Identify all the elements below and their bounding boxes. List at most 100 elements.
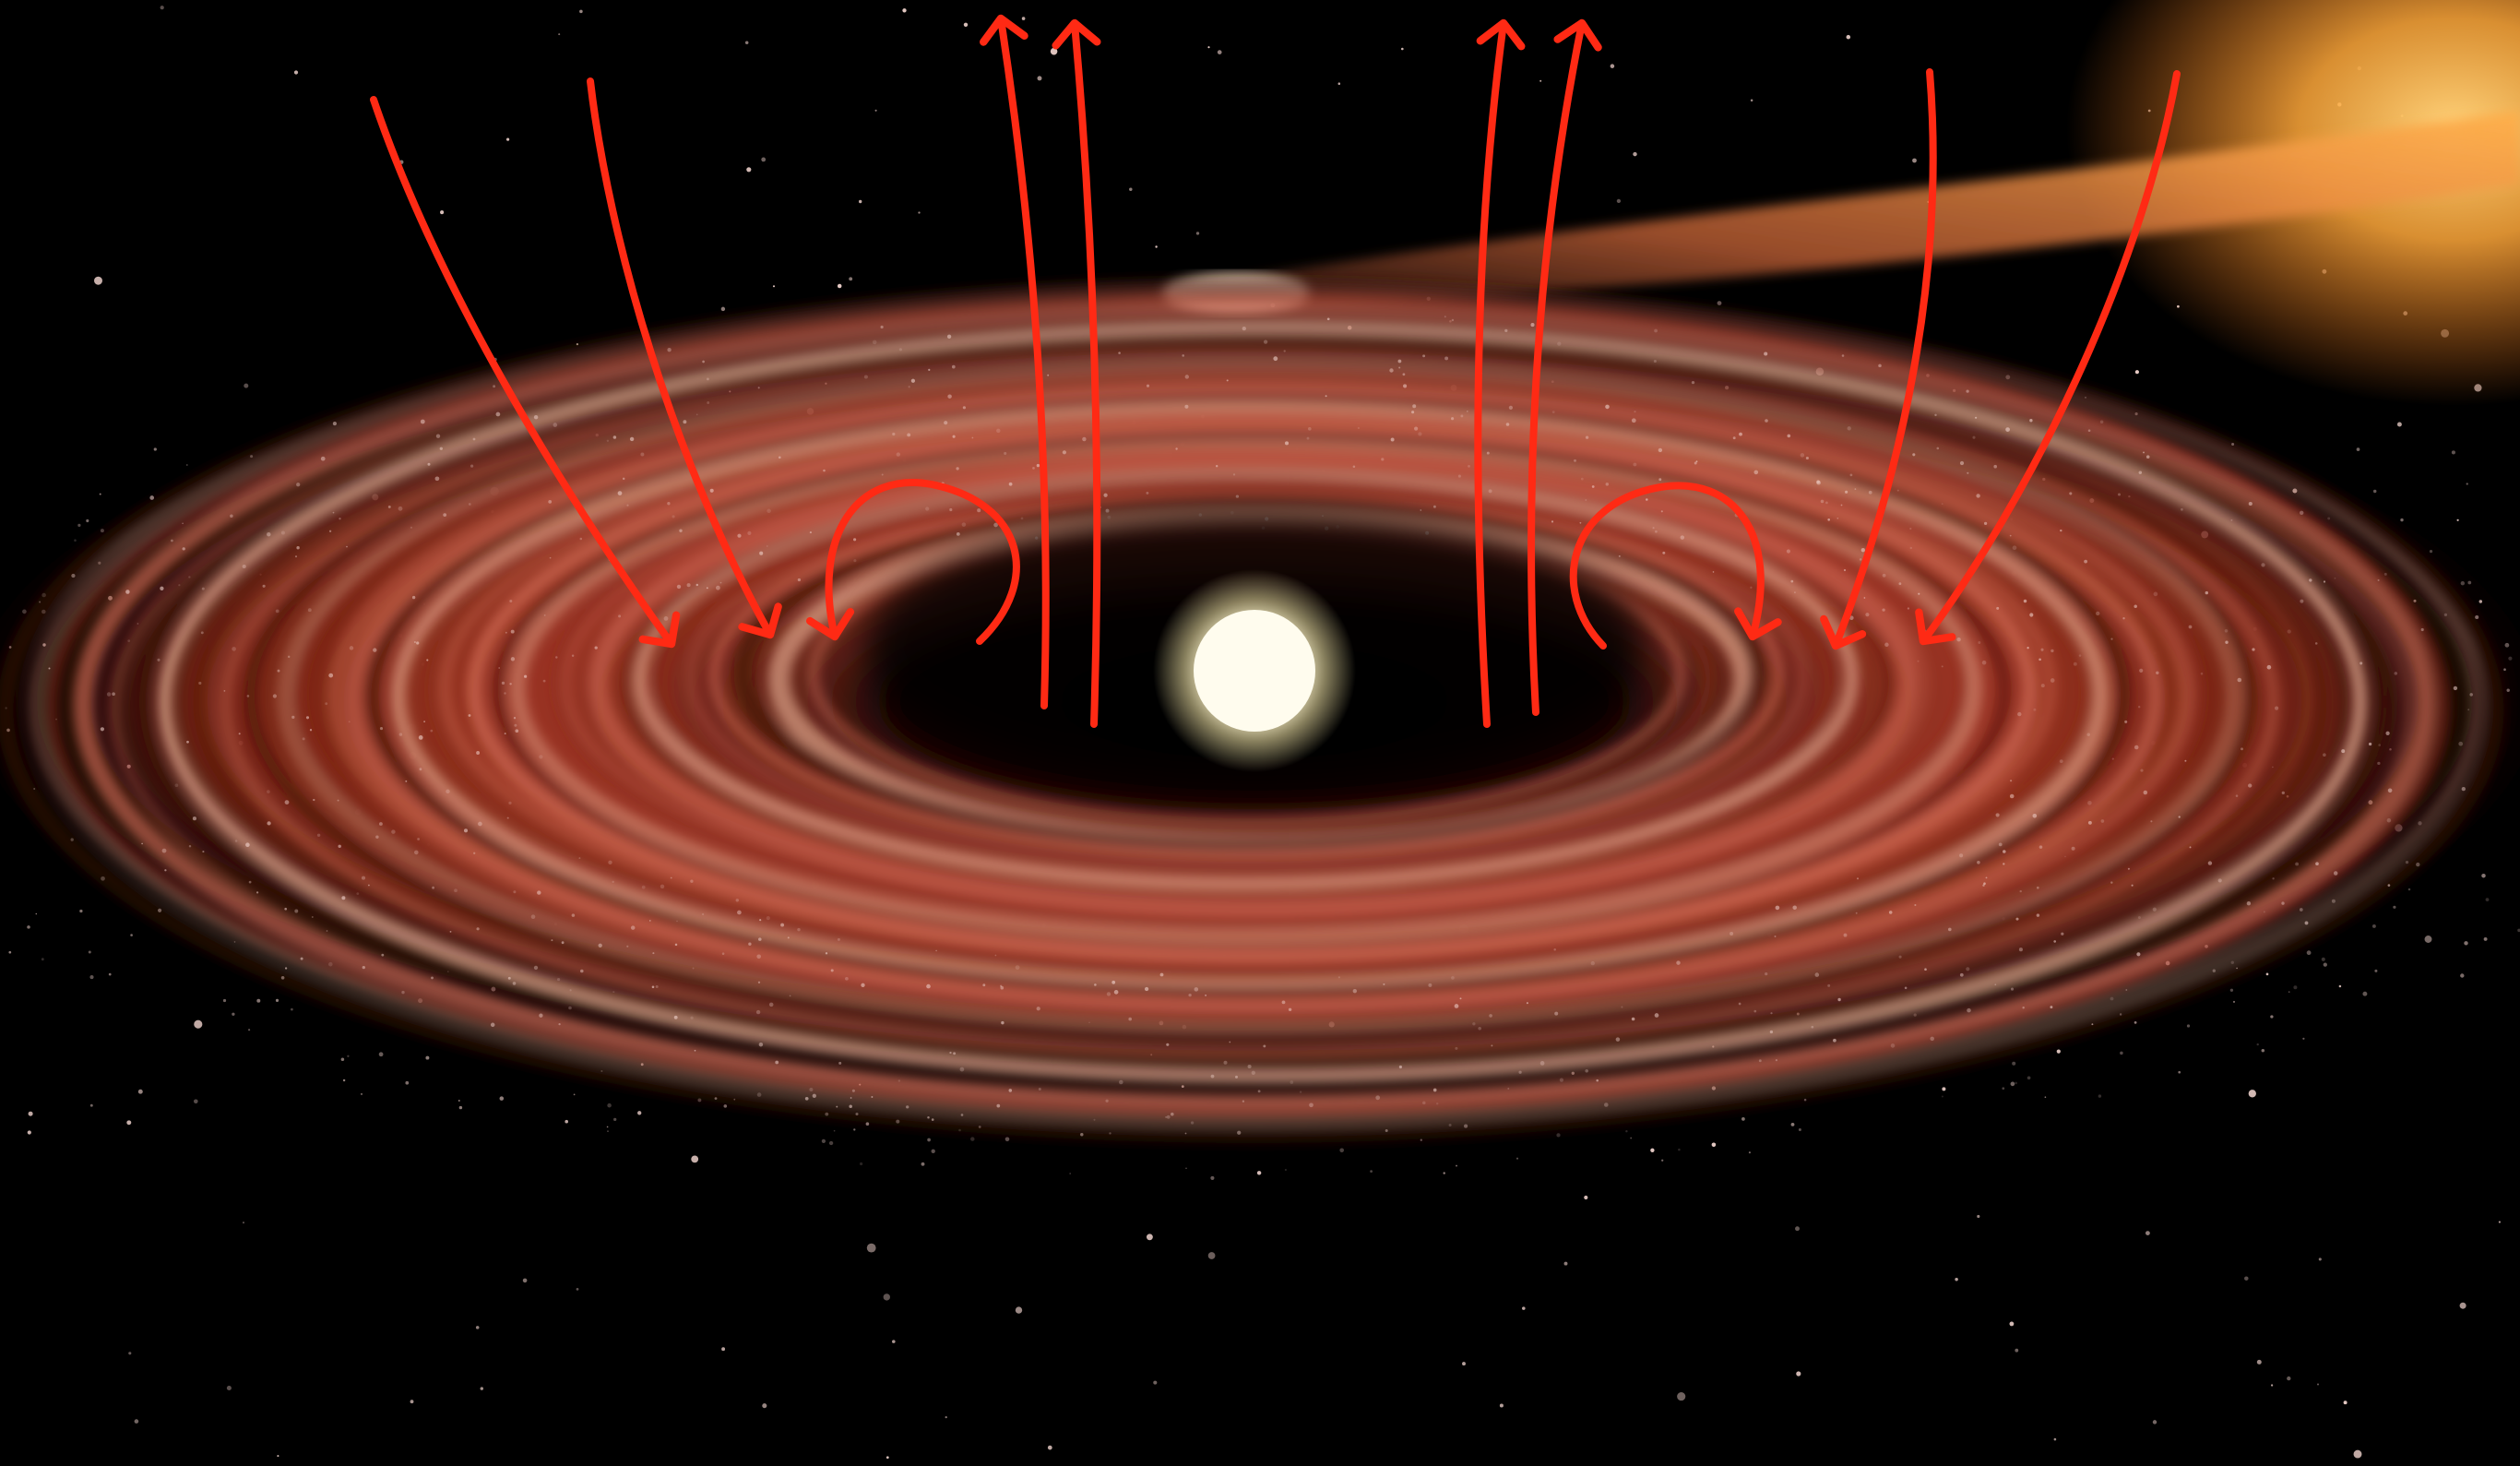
dust-particle [1448,1123,1452,1127]
dust-particle [512,982,517,985]
background-star [1677,1392,1686,1401]
dust-particle [100,727,105,732]
background-star [945,1415,947,1419]
background-star [883,1293,890,1301]
dust-particle [1444,356,1449,361]
dust-particle [1996,606,2000,610]
dust-particle [2503,668,2506,672]
dust-particle [1792,905,1797,910]
dust-particle [617,491,623,495]
dust-particle [1854,488,1857,490]
dust-particle [55,718,57,721]
dust-particle [233,941,236,943]
background-star [1796,1371,1801,1377]
dust-particle [1934,413,1937,417]
dust-particle [277,669,280,673]
dust-particle [2232,1000,2236,1003]
dust-particle [328,673,334,678]
dust-particle [2429,549,2433,554]
dust-particle [853,538,857,542]
dust-particle [1251,1070,1255,1075]
dust-particle [1082,436,1087,442]
dust-particle [1625,1130,1628,1133]
dust-particle [1451,976,1455,980]
background-star [886,1456,889,1460]
dust-particle [2140,769,2144,772]
dust-particle [927,1115,930,1119]
dust-particle [435,434,441,438]
dust-particle [443,513,447,517]
dust-particle [513,717,517,720]
dust-particle [267,821,271,826]
background-star [2483,936,2488,941]
dust-particle [709,488,714,493]
dust-particle [446,971,449,972]
dust-particle [898,348,902,352]
dust-particle [651,985,655,989]
dust-particle [2443,613,2448,617]
dust-particle [1530,323,1535,328]
dust-particle [1539,1061,1545,1066]
dust-particle [267,790,270,793]
dust-particle [88,950,91,954]
dust-particle [2275,706,2279,710]
background-star [2287,1376,2291,1381]
disk-dust [5,316,2520,1180]
background-star [746,167,752,173]
dust-particle [431,976,434,980]
dust-particle [2012,1061,2016,1066]
dust-particle [1478,1027,1481,1031]
dust-particle [1631,418,1636,423]
dust-particle [555,656,558,659]
dust-particle [571,913,576,917]
background-star [27,1130,31,1135]
dust-particle [178,584,181,587]
dust-particle [2368,742,2372,746]
dust-particle [1337,976,1341,979]
dust-particle [1472,1022,1476,1026]
dust-particle [300,957,303,960]
dust-particle [908,386,910,388]
dust-particle [2060,529,2062,532]
dust-particle [2084,559,2087,564]
dust-particle [1403,384,1408,388]
background-star [360,1092,363,1095]
dust-particle [706,587,708,590]
dust-particle [578,857,581,860]
dust-particle [667,348,672,352]
dust-particle [1284,1168,1287,1172]
dust-particle [996,428,1001,434]
dust-particle [1210,1175,1215,1180]
dust-particle [426,659,429,661]
background-star [2270,1384,2274,1387]
dust-particle [2119,1013,2122,1016]
dust-particle [232,1012,235,1016]
dust-particle [284,967,288,970]
dust-particle [272,694,278,698]
dust-particle [629,436,635,442]
dust-particle [1712,571,1715,573]
dust-particle [1094,983,1097,986]
dust-particle [859,1162,863,1166]
dust-particle [737,533,742,538]
dust-particle [779,456,781,459]
dust-particle [947,394,952,399]
dust-particle [2377,578,2380,581]
dust-particle [1975,416,1978,419]
dust-particle [2475,614,2479,620]
dust-particle [2387,884,2391,887]
dust-particle [2394,672,2398,675]
dust-particle [347,1055,350,1057]
dust-particle [2027,1076,2031,1080]
dust-particle [2134,604,2137,609]
background-star [410,1400,414,1404]
dust-particle [1466,411,1468,412]
dust-particle [1339,1148,1344,1153]
dust-particle [245,842,250,847]
background-star [1912,158,1917,163]
background-star [576,1288,579,1291]
dust-particle [1860,548,1865,553]
dust-particle [733,1098,736,1101]
dust-particle [2110,638,2113,640]
dust-particle [789,995,791,997]
